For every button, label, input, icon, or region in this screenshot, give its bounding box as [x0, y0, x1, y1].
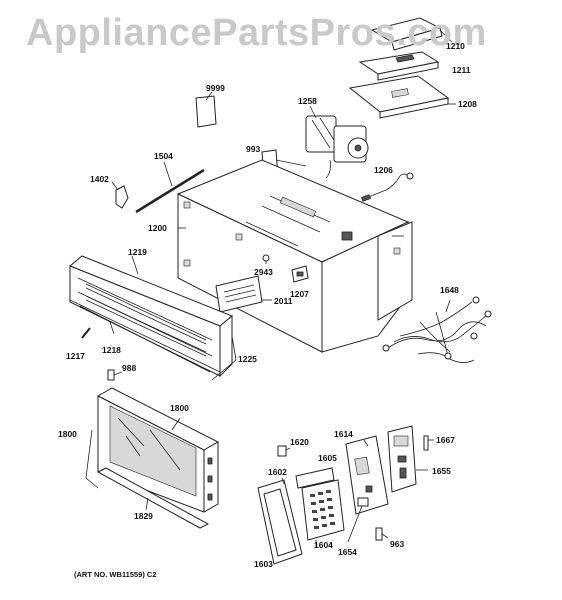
part-1602-label: 1602 — [268, 467, 287, 477]
part-1217-drawing — [81, 327, 91, 339]
part-1207-label: 1207 — [290, 289, 309, 299]
part-1504-drawing — [135, 161, 205, 214]
part-1667-label: 1667 — [436, 435, 455, 445]
part-1829-label: 1829 — [134, 511, 153, 521]
part-1655-label: 1655 — [432, 466, 451, 476]
part-1208-drawing — [348, 75, 456, 119]
part-1208-label: 1208 — [458, 99, 477, 109]
part-1200-drawing — [176, 159, 413, 353]
part-1218-label: 1218 — [102, 345, 121, 355]
part-1210-drawing — [370, 17, 453, 51]
part-1217-label: 1217 — [66, 351, 85, 361]
part-1603-label: 1603 — [254, 559, 273, 569]
part-1504-label: 1504 — [154, 151, 173, 161]
part-1800-door-drawing — [85, 387, 220, 513]
part-1654-drawing — [347, 497, 369, 543]
part-2011-label: 2011 — [274, 296, 293, 306]
part-1200-label: 1200 — [148, 223, 167, 233]
part-1211-drawing — [358, 51, 440, 81]
part-1219-1218-grille-drawing — [69, 255, 233, 378]
part-1654-label: 1654 — [338, 547, 357, 557]
part-1402-drawing — [111, 181, 129, 209]
part-1614-label: 1614 — [334, 429, 353, 439]
part-1206-drawing — [361, 172, 414, 202]
part-963-label: 963 — [390, 539, 405, 549]
part-9999-label: 9999 — [206, 83, 225, 93]
part-1604-label: 1604 — [314, 540, 333, 550]
part-1620-drawing — [277, 445, 291, 457]
part-1207-drawing — [291, 265, 309, 283]
part-1206-label: 1206 — [374, 165, 393, 175]
part-1225-drawing — [211, 335, 237, 381]
part-1258-drawing — [305, 105, 369, 179]
part-1402-label: 1402 — [90, 174, 109, 184]
part-988-label: 988 — [122, 363, 137, 373]
part-963-drawing — [375, 527, 389, 541]
part-1225-label: 1225 — [238, 354, 257, 364]
art-number: (ART NO. WB11559) C2 — [74, 570, 157, 579]
part-9999-drawing — [195, 91, 217, 128]
part-1605-drawing — [295, 467, 335, 489]
part-2943-label: 2943 — [254, 267, 273, 277]
part-2011-drawing — [215, 275, 272, 313]
part-1800-left-label: 1800 — [58, 429, 77, 439]
part-1648-drawing — [382, 296, 492, 363]
part-1655-drawing — [387, 425, 428, 493]
part-1211-label: 1211 — [452, 65, 471, 75]
part-2943-drawing — [262, 254, 270, 264]
part-1614-drawing — [345, 435, 389, 515]
watermark: AppliancePartsPros.com — [26, 12, 487, 54]
part-1648-label: 1648 — [440, 285, 459, 295]
part-1210-label: 1210 — [446, 41, 465, 51]
part-988-drawing — [107, 369, 123, 381]
part-1605-label: 1605 — [318, 453, 337, 463]
part-1602-1603-frame-drawing — [257, 477, 303, 565]
part-1219-label: 1219 — [128, 247, 147, 257]
part-1620-label: 1620 — [290, 437, 309, 447]
part-1604-drawing — [301, 479, 345, 548]
part-1800-right-label: 1800 — [170, 403, 189, 413]
part-1667-drawing — [423, 435, 434, 451]
part-1829-drawing — [96, 467, 210, 529]
part-1258-label: 1258 — [298, 96, 317, 106]
part-993-label: 993 — [246, 144, 261, 154]
